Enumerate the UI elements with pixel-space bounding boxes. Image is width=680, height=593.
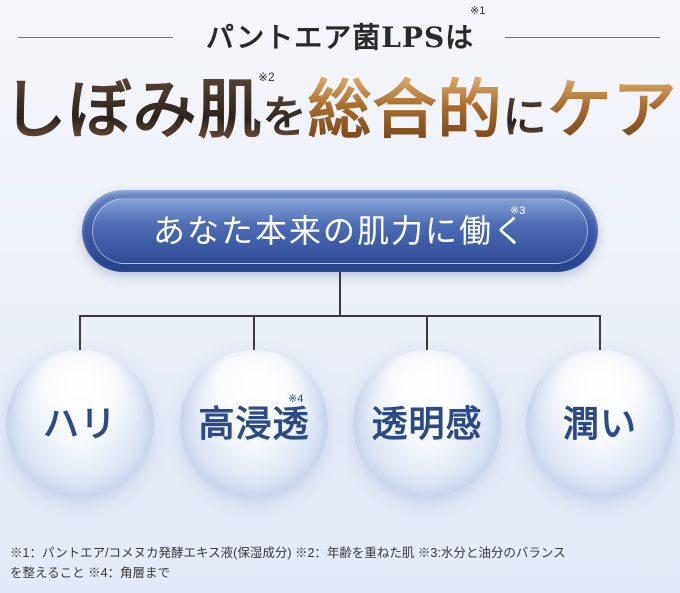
connector-drop-2 [253, 315, 255, 355]
headline: しぼみ肌を総合的にケア [0, 66, 680, 156]
benefit-bubble-penetration: 高浸透 ※4 [180, 350, 328, 498]
connector-bar [79, 315, 601, 317]
headline-footnote-mark: ※2 [258, 70, 275, 84]
connector-drop-1 [79, 315, 81, 355]
benefit-bubble-moisture: 潤い [526, 350, 674, 498]
central-pill-inner [92, 198, 588, 264]
connector-drop-4 [599, 315, 601, 355]
headline-particle1: を [262, 92, 308, 143]
top-title-text: パントエア菌LPSは [205, 21, 475, 54]
central-pill: あなた本来の肌力に働く ※3 [82, 190, 598, 272]
heading-rule-right [505, 37, 660, 38]
footnotes: ※1：パントエア/コメヌカ発酵エキス液(保湿成分) ※2：年齢を重ねた肌 ※3:… [10, 543, 672, 583]
central-pill-footnote-mark: ※3 [510, 205, 526, 217]
central-pill-label: あなた本来の肌力に働く [152, 212, 527, 250]
headline-particle2: に [502, 92, 548, 143]
benefit-bubble-firmness: ハリ [6, 350, 154, 498]
headline-part1: しぼみ肌 [2, 73, 263, 148]
top-heading: パントエア菌LPSは ※1 [0, 5, 680, 54]
footnote-line-1: ※1：パントエア/コメヌカ発酵エキス液(保湿成分) ※2：年齢を重ねた肌 ※3:… [10, 546, 566, 560]
benefit-bubble-clarity: 透明感 [353, 350, 501, 498]
heading-rule-left [18, 37, 173, 38]
benefit-label: 高浸透 [198, 403, 310, 445]
top-title-footnote-mark: ※1 [470, 5, 486, 17]
headline-part2: 総合的 [307, 73, 503, 148]
connector-drop-3 [426, 315, 428, 355]
benefit-label: 透明感 [371, 403, 483, 445]
headline-part3: ケア [547, 73, 678, 148]
connector-trunk [339, 272, 341, 316]
benefit-label: ハリ [42, 403, 117, 445]
footnote-line-2: を整えること ※4：角層まで [10, 566, 171, 580]
top-title: パントエア菌LPSは [182, 16, 498, 56]
benefit-footnote-mark: ※4 [288, 393, 304, 405]
benefit-label: 潤い [562, 403, 637, 445]
